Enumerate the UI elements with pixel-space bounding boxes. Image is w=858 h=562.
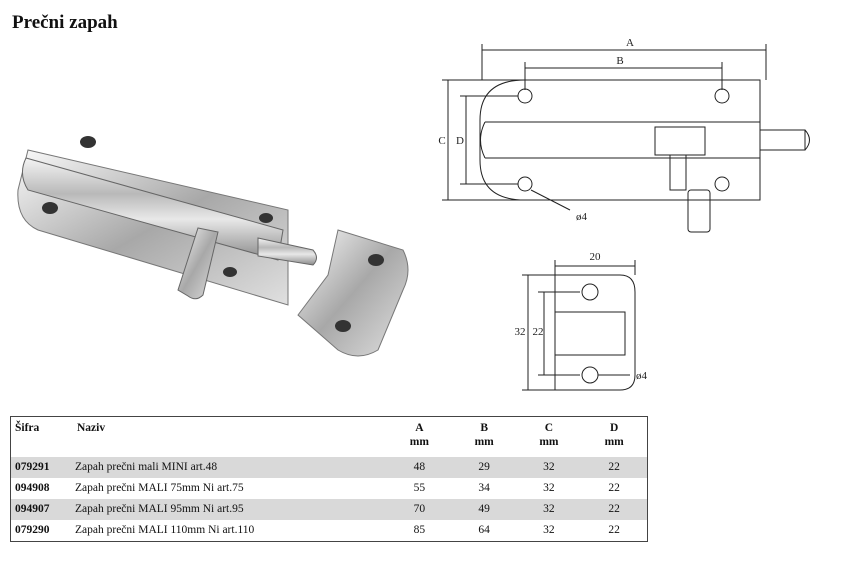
row-code: 079290 [15,524,50,536]
table-row: 094908 Zapah prečni MALI 75mm Ni art.75 … [11,478,648,499]
table-row: 094907 Zapah prečni MALI 95mm Ni art.95 … [10,498,648,520]
header-code: Šifra [15,422,40,434]
row-c: 32 [543,524,555,536]
row-b: 64 [478,524,490,536]
row-d: 22 [608,524,620,536]
dim-d-label: D [456,135,464,147]
strike-hole-label: ø4 [636,370,648,382]
header-name: Naziv [77,422,106,434]
row-d: 22 [581,456,648,478]
dim-hole-label: ø4 [576,211,588,223]
strike-width-label: 20 [590,251,602,263]
row-c: 32 [516,498,582,520]
row-a: 55 [413,482,426,494]
product-photo [17,136,409,357]
row-code: 094908 [15,482,50,494]
table-row: 079291 Zapah prečni mali MINI art.48 48 … [10,456,648,478]
strike-height-inner-label: 22 [533,326,544,338]
row-name: Zapah prečni MALI 95mm Ni art.95 [73,498,387,520]
table-row: 079290 Zapah prečni MALI 110mm Ni art.11… [11,520,648,542]
page-title: Prečni zapah [12,12,118,33]
row-b: 49 [451,498,517,520]
row-d: 22 [581,498,648,520]
row-c: 32 [516,456,582,478]
row-a: 85 [413,524,426,536]
row-b: 29 [451,456,517,478]
row-name: Zapah prečni mali MINI art.48 [73,456,387,478]
dim-c-label: C [438,135,445,147]
dim-b-label: B [616,55,623,67]
row-d: 22 [608,482,620,494]
technical-drawing: A B C D ø4 20 32 22 ø4 [438,37,810,391]
row-a: 48 [387,456,452,478]
row-c: 32 [543,482,555,494]
row-b: 34 [478,482,490,494]
dim-a-label: A [626,37,634,49]
row-a: 70 [387,498,452,520]
row-code: 094907 [10,498,73,520]
row-code: 079291 [10,456,73,478]
row-name: Zapah prečni MALI 75mm Ni art.75 [75,482,244,494]
row-name: Zapah prečni MALI 110mm Ni art.110 [75,524,255,536]
strike-height-outer-label: 32 [515,326,526,338]
